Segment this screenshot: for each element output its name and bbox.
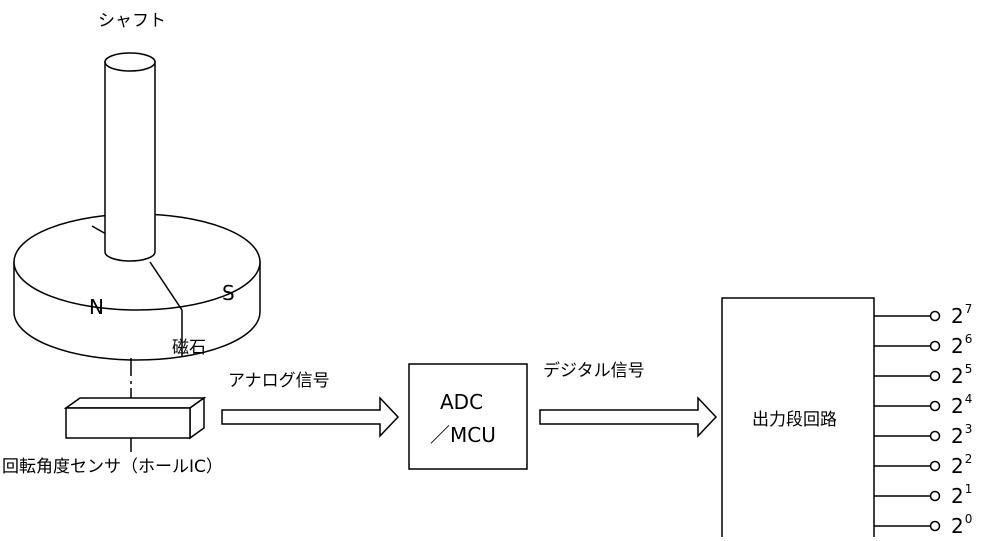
output-base: 2 (951, 424, 964, 448)
output-exponent: 7 (965, 302, 973, 316)
adc-mcu-box (408, 363, 528, 470)
output-label: 25 (951, 362, 972, 388)
output-terminal (929, 520, 941, 532)
output-stage-label: 出力段回路 (752, 410, 837, 430)
north-pole-label: N (89, 295, 104, 319)
adc-label: ADC (440, 390, 483, 414)
output-exponent: 3 (965, 422, 973, 436)
south-pole-label: S (222, 281, 235, 305)
output-terminal (929, 430, 941, 442)
output-terminal (929, 400, 941, 412)
output-base: 2 (951, 454, 964, 478)
output-terminal (929, 340, 941, 352)
output-label: 22 (951, 452, 972, 478)
output-base: 2 (951, 304, 964, 328)
sensor-label: 回転角度センサ（ホールIC） (2, 457, 223, 477)
analog-arrow (221, 396, 400, 438)
mcu-label: ／MCU (430, 423, 496, 447)
analog-signal-label: アナログ信号 (228, 371, 330, 391)
output-base: 2 (951, 394, 964, 418)
output-exponent: 1 (965, 482, 973, 496)
output-terminal (929, 490, 941, 502)
output-exponent: 6 (965, 332, 973, 346)
magnet-label: 磁石 (172, 338, 206, 358)
output-exponent: 5 (965, 362, 973, 376)
hall-sensor-block (63, 396, 207, 440)
digital-arrow (539, 396, 718, 438)
output-label: 21 (951, 482, 972, 508)
digital-signal-label: デジタル信号 (543, 360, 645, 381)
output-terminal (929, 310, 941, 322)
output-base: 2 (951, 334, 964, 358)
output-terminal (929, 370, 941, 382)
output-base: 2 (951, 514, 964, 537)
output-label: 26 (951, 332, 972, 358)
output-stage-box (721, 297, 875, 537)
output-base: 2 (951, 484, 964, 508)
output-exponent: 2 (965, 452, 973, 466)
output-base: 2 (951, 364, 964, 388)
output-label: 27 (951, 302, 972, 328)
output-label: 23 (951, 422, 972, 448)
output-terminal (929, 460, 941, 472)
output-label: 24 (951, 392, 972, 418)
shaft-label: シャフト (98, 11, 166, 31)
output-exponent: 4 (965, 392, 973, 406)
output-label: 20 (951, 512, 972, 537)
output-exponent: 0 (965, 512, 973, 526)
shaft-cylinder (104, 52, 156, 262)
